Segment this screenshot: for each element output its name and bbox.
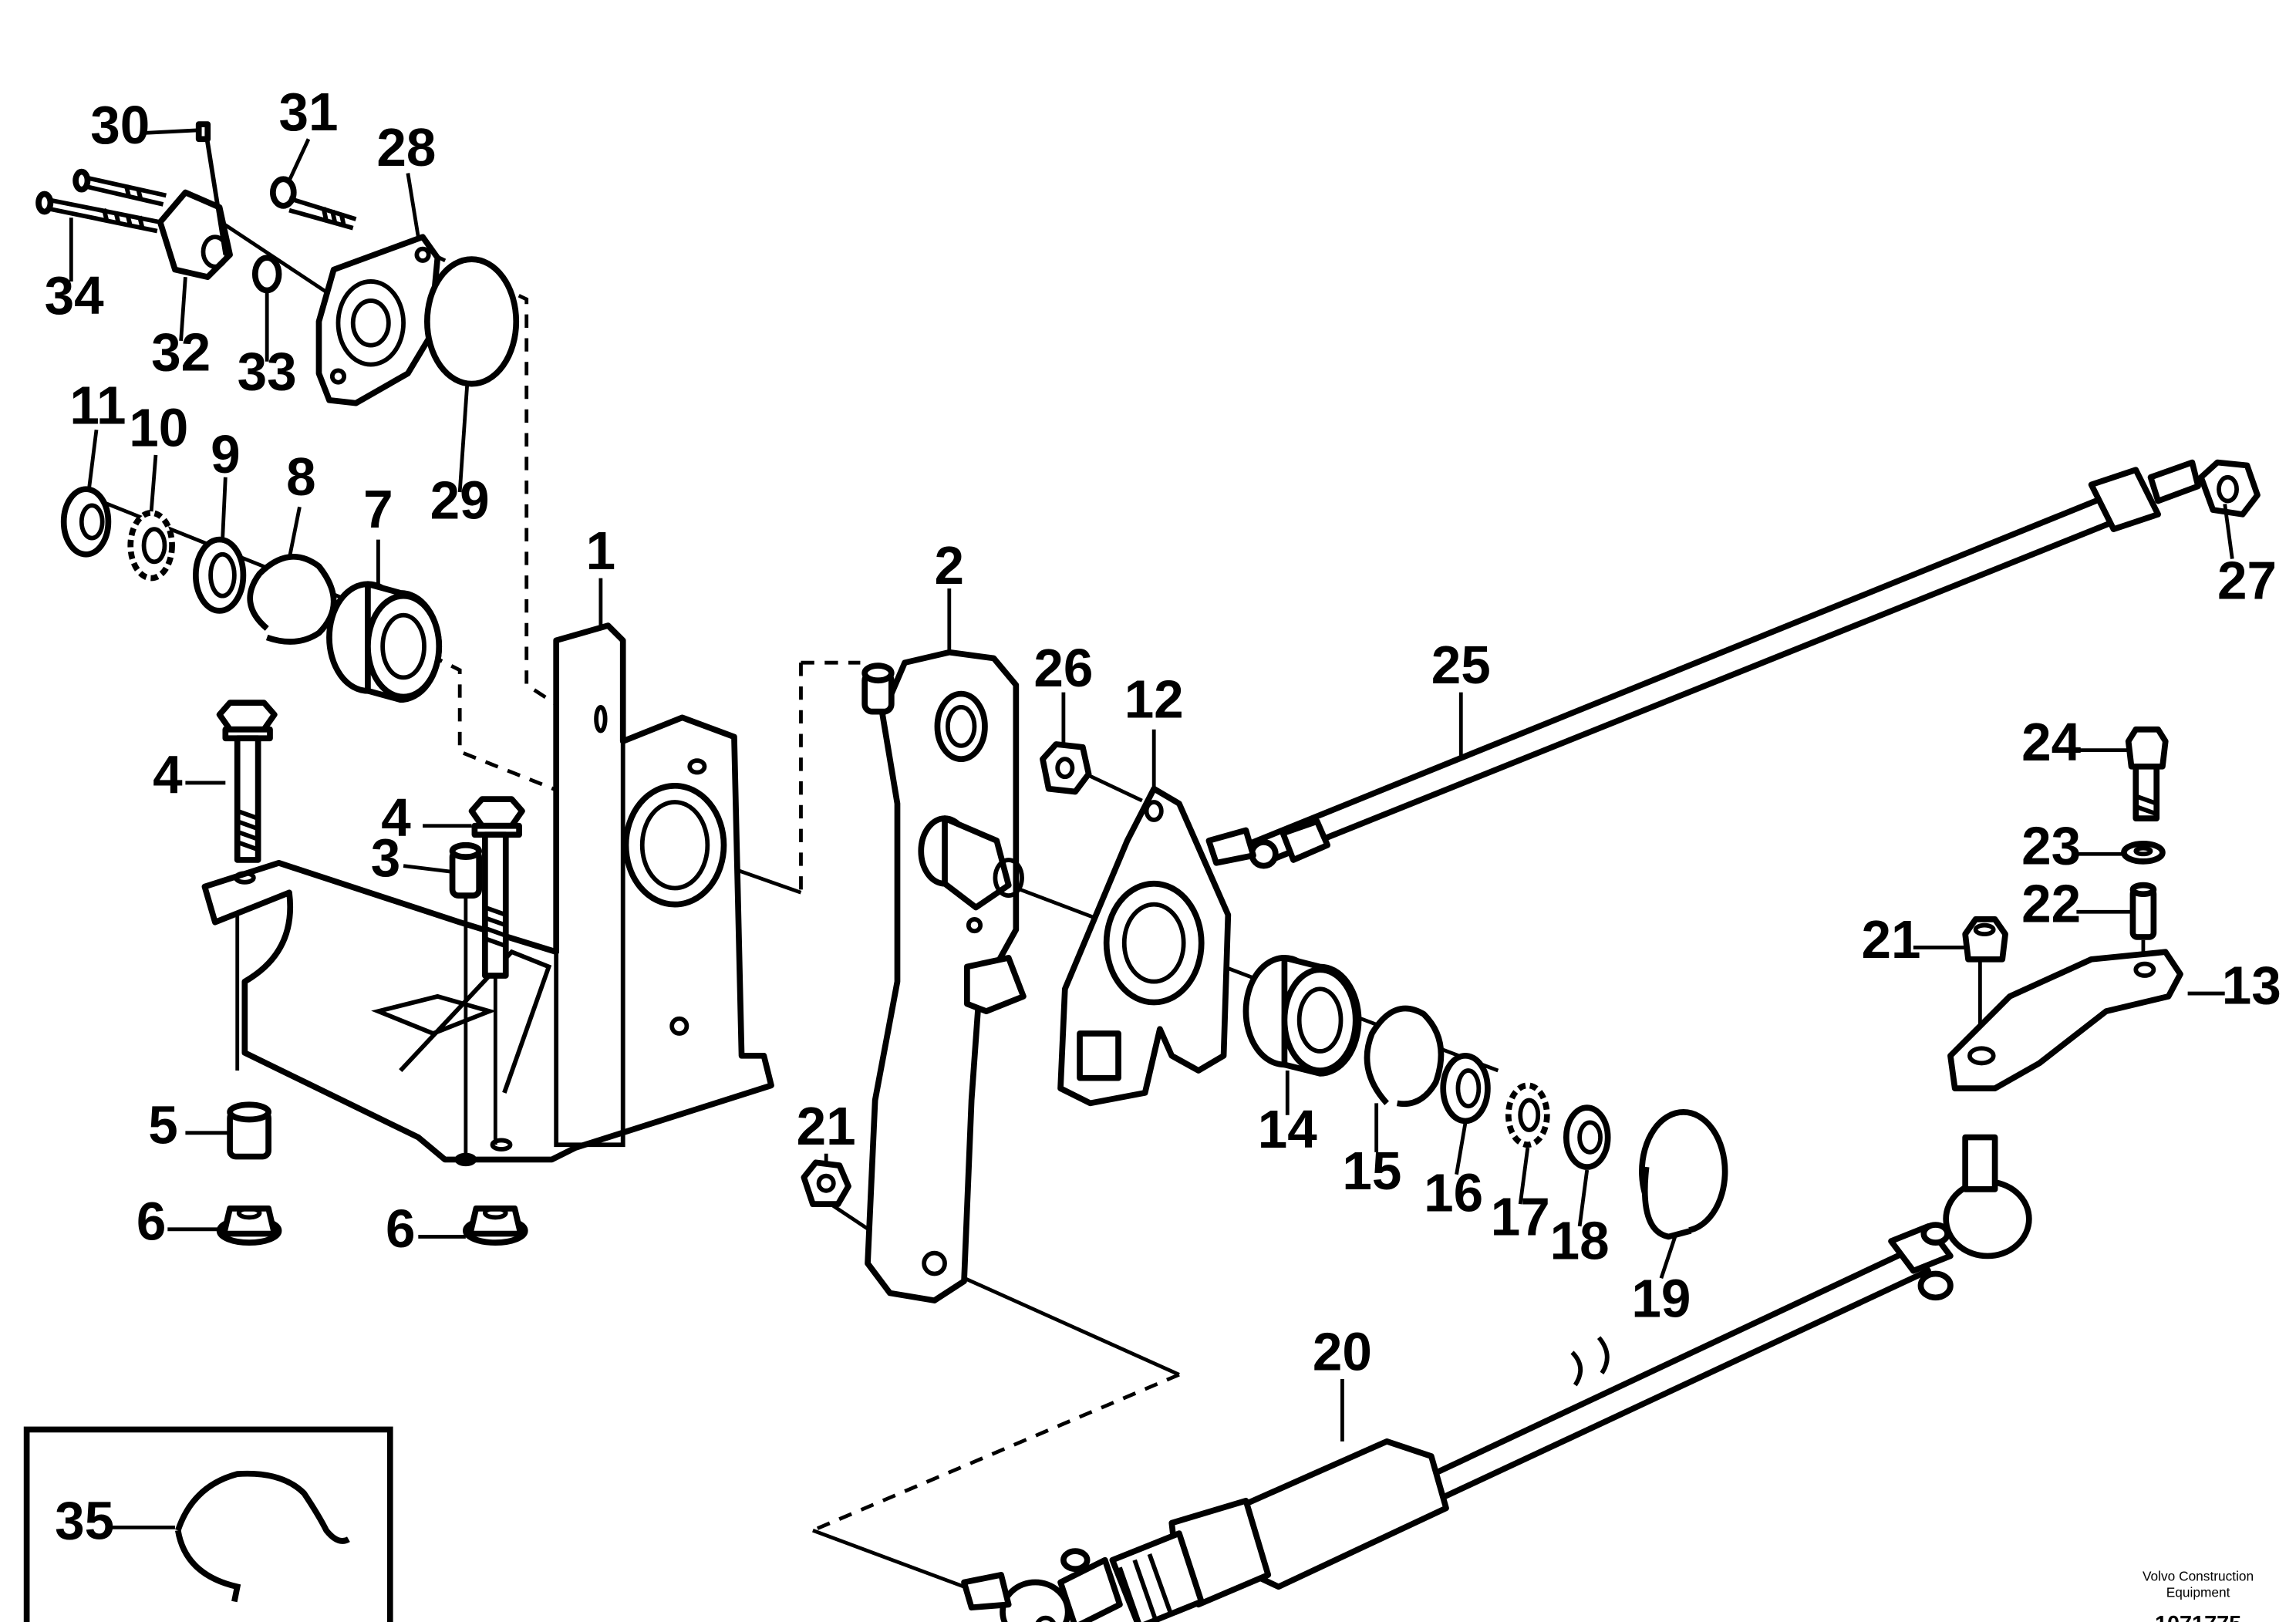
nut-27 xyxy=(2198,459,2261,518)
callout-16: 16 xyxy=(1424,1163,1483,1223)
washer-23 xyxy=(2121,840,2166,865)
company-name-line1: Volvo Construction xyxy=(2143,1569,2254,1584)
callout-29: 29 xyxy=(430,470,490,531)
callout-9: 9 xyxy=(211,424,241,484)
callout-20: 20 xyxy=(1313,1322,1372,1382)
lever-arm-2 xyxy=(861,649,1027,1303)
callout-31: 31 xyxy=(279,82,339,142)
callout-18: 18 xyxy=(1550,1210,1610,1270)
callout-6a: 6 xyxy=(137,1191,167,1251)
footer: Volvo Construction Equipment 1071775 xyxy=(2143,1569,2254,1622)
callout-6b: 6 xyxy=(386,1199,416,1259)
screw-31 xyxy=(270,176,357,231)
callout-21a: 21 xyxy=(797,1096,856,1156)
sleeve-22 xyxy=(2129,882,2157,940)
bolt-left xyxy=(216,700,278,863)
callout-1: 1 xyxy=(586,521,616,581)
nut-21-right xyxy=(1962,916,2008,963)
callout-26: 26 xyxy=(1033,638,1093,698)
callout-4b: 4 xyxy=(381,787,411,848)
washer-16 xyxy=(1440,1052,1491,1125)
callout-leaders xyxy=(69,128,2234,1442)
cap-19 xyxy=(1639,1109,1728,1240)
callout-22: 22 xyxy=(2021,874,2081,934)
callout-19: 19 xyxy=(1631,1268,1691,1328)
rod-20 xyxy=(961,1134,2032,1622)
lever-13 xyxy=(1947,949,2183,1091)
lock-nut-11 xyxy=(60,486,112,558)
callout-28: 28 xyxy=(376,117,436,177)
spacer-sleeve xyxy=(449,841,483,1160)
flange-nut-right xyxy=(463,1206,528,1246)
callout-23: 23 xyxy=(2021,816,2081,876)
bolt-24 xyxy=(2125,726,2169,821)
callout-27: 27 xyxy=(2217,550,2277,610)
callout-8: 8 xyxy=(286,447,316,507)
lock-washer-17 xyxy=(1505,1082,1550,1148)
clip-35 xyxy=(175,1470,350,1544)
callout-4a: 4 xyxy=(153,744,183,804)
sensor-32 xyxy=(157,189,233,281)
callout-33: 33 xyxy=(238,341,297,401)
callout-10: 10 xyxy=(129,397,188,457)
callout-14: 14 xyxy=(1258,1099,1317,1159)
mounting-bracket xyxy=(201,622,774,1167)
screws-34 xyxy=(35,168,167,234)
washer-9 xyxy=(193,536,247,614)
bracket-plate-12 xyxy=(1057,785,1232,1107)
drawing-number: 1071775 xyxy=(2155,1612,2241,1622)
callout-2: 2 xyxy=(935,535,964,595)
callout-25: 25 xyxy=(1431,635,1491,695)
flange-housing-28 xyxy=(315,234,441,406)
callout-7: 7 xyxy=(363,479,393,539)
bolt-center xyxy=(468,796,525,1145)
callout-5: 5 xyxy=(148,1094,178,1155)
callout-12: 12 xyxy=(1124,669,1184,729)
circlip-15 xyxy=(1364,1005,1445,1108)
callout-15: 15 xyxy=(1342,1141,1401,1201)
company-name-line2: Equipment xyxy=(2166,1585,2230,1600)
callout-21b: 21 xyxy=(1861,909,1920,969)
callout-34: 34 xyxy=(45,265,104,325)
callout-11: 11 xyxy=(69,376,126,436)
o-ring-29 xyxy=(424,256,520,387)
circlip-8 xyxy=(247,554,337,645)
callout-24: 24 xyxy=(2021,712,2081,772)
bushing xyxy=(227,1101,271,1160)
callout-3: 3 xyxy=(371,828,401,888)
callout-labels: 1 2 3 4 4 5 6 6 7 8 9 10 11 12 13 14 15 … xyxy=(45,82,2281,1551)
callout-32: 32 xyxy=(151,322,211,382)
callout-17: 17 xyxy=(1491,1187,1550,1247)
nut-26 xyxy=(1040,741,1092,795)
lock-nut-18 xyxy=(1563,1104,1611,1170)
rod-25 xyxy=(1205,459,2201,869)
bearing-7 xyxy=(326,581,443,703)
nut-21-left xyxy=(801,1159,851,1207)
callout-13: 13 xyxy=(2222,956,2281,1016)
callout-35: 35 xyxy=(55,1491,114,1551)
detail-box xyxy=(23,1426,393,1622)
flange-nut-left xyxy=(216,1206,282,1246)
bearing-14 xyxy=(1242,955,1362,1077)
o-ring-33 xyxy=(251,255,282,294)
lock-washer-10 xyxy=(127,510,175,582)
callout-30: 30 xyxy=(90,95,150,155)
